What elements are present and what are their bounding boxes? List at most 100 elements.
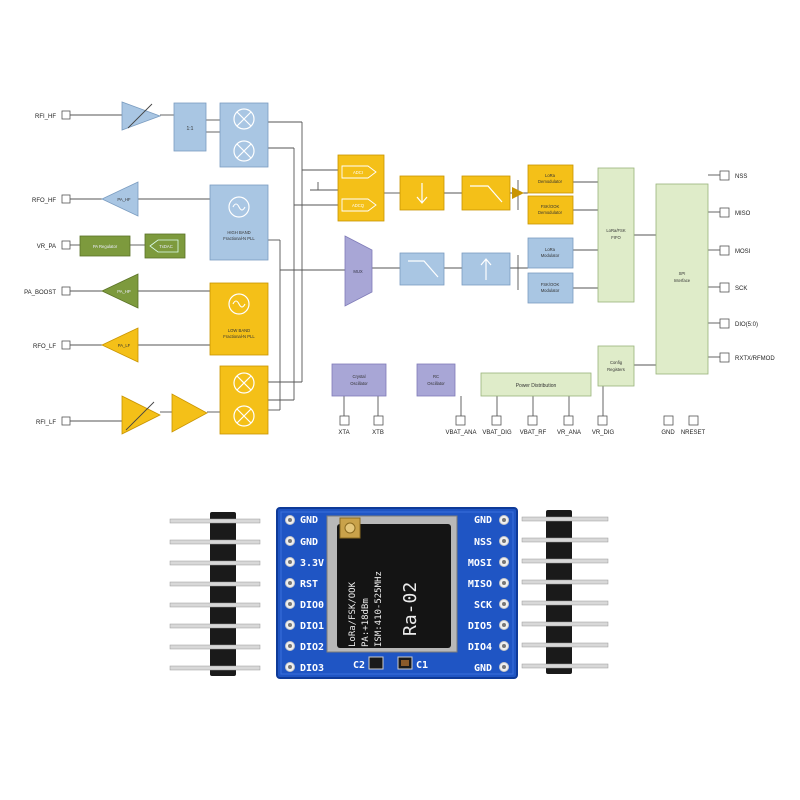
fifo-block: [597, 167, 635, 303]
pin-pad-dio: [719, 318, 730, 329]
pa-hp-label: PA_HP: [117, 289, 131, 294]
header-pin-right: [521, 537, 609, 543]
spi-interface-block: [655, 183, 709, 375]
arrow-up-icon: [480, 258, 492, 280]
left-pins: RFI_HF RFO_HF VR_PA PA_BOOST RFO_LF RFI_…: [24, 110, 71, 426]
pin-label-mosi: MOSI: [735, 249, 751, 255]
lora-demod-label-1: LoRa: [545, 173, 556, 178]
header-pin-right: [521, 516, 609, 522]
header-pin-right: [521, 621, 609, 627]
header-pin-left: [169, 539, 261, 545]
header-pin-left: [169, 518, 261, 524]
board-label-right-2: NSS: [474, 537, 492, 548]
high-band-label: HIGH BAND: [227, 230, 250, 235]
txdac-label: TxDAC: [159, 244, 173, 249]
pin-label-vr-ana: VR_ANA: [557, 430, 581, 436]
board-label-left-8: DIO3: [300, 663, 324, 674]
pin-pad-rxtx: [719, 352, 730, 363]
pin-label-rfi-lf: RFI_LF: [36, 420, 56, 426]
pin-label-dio: DIO(5:0): [735, 322, 758, 328]
crystal-label-1: Crystal: [352, 374, 365, 379]
board-label-right-8: GND: [474, 663, 492, 674]
pa-hp-icon: [101, 273, 139, 309]
pin-label-vr-dig: VR_DIG: [592, 430, 615, 436]
pin-pad-mosi: [719, 245, 730, 256]
config-label-2: Registers: [607, 367, 625, 372]
module-text-line3: LoRa/FSK/OOK: [348, 581, 358, 647]
board-label-right-6: DIO5: [468, 621, 492, 632]
tx-filter-icon: [408, 260, 439, 278]
pa-lf-icon: [101, 327, 139, 363]
board-label-left-3: 3.3V: [300, 558, 324, 569]
pin-pad-sck: [719, 282, 730, 293]
wires: [70, 114, 720, 422]
pin-label-xtb: XTB: [372, 430, 384, 436]
pa-regulator-block: [79, 235, 131, 257]
mixer-lf-i-icon: [233, 372, 255, 394]
pa-lf-label: PA_LF: [118, 343, 131, 348]
pin-pad-miso: [719, 207, 730, 218]
header-pin-left: [169, 665, 261, 671]
lora-mod-label-1: LoRa: [545, 247, 556, 252]
lora-modulator-block: [527, 237, 574, 269]
pa-hf-label: PA_HF: [117, 197, 131, 202]
header-pin-right: [521, 558, 609, 564]
pin-pad-gnd: [663, 415, 674, 426]
crystal-oscillator-block: [331, 363, 387, 397]
pin-pad-vbat-dig: [491, 415, 502, 426]
fsk-demod-label-1: FSK/OOK: [541, 204, 560, 209]
board-label-left-4: RST: [300, 579, 318, 590]
module-text-line2: PA:+18dBm: [361, 598, 371, 647]
adc-q-label: ADCQ: [352, 203, 365, 208]
mixer-lf-q-icon: [233, 405, 255, 427]
pin-label-vbat-ana: VBAT_ANA: [446, 430, 477, 436]
config-label-1: Config: [610, 360, 623, 365]
lora-demod-label-2: Demodulator: [538, 179, 563, 184]
fsk-modulator-block: [527, 272, 574, 304]
balun-label: 1:1: [187, 126, 194, 132]
mixer-lf-block: [219, 365, 269, 435]
board-label-left-5: DIO0: [300, 600, 324, 611]
pin-pad-vr-dig: [597, 415, 608, 426]
rc-oscillator-block: [416, 363, 456, 397]
fifo-label-2: FIFO: [611, 235, 621, 240]
pin-pad-vr-pa: [61, 240, 71, 250]
pin-label-vr-pa: VR_PA: [37, 244, 56, 250]
lora-mod-label-2: Modulator: [541, 253, 560, 258]
header-pin-left: [169, 644, 261, 650]
lna-hf-adjust-icon: [127, 103, 153, 129]
high-band-pll-block: [209, 184, 269, 261]
crystal-label-2: Oscillator: [350, 381, 368, 386]
cap-label-c2: C2: [353, 660, 365, 671]
pin-label-xta: XTA: [338, 430, 349, 436]
low-band-pll-block: [209, 282, 269, 356]
mixer-hf-block: [219, 102, 269, 168]
bottom-pins: XTA XTB VBAT_ANA VBAT_DIG VBAT_RF VR_ANA…: [338, 415, 706, 436]
lowpass-filter-icon: [470, 185, 503, 203]
amp-lf-icon: [171, 393, 208, 433]
header-pin-left: [169, 581, 261, 587]
board-label-right-4: MISO: [468, 579, 492, 590]
fsk-mod-label-2: Modulator: [541, 288, 560, 293]
fsk-demod-label-2: Demodulator: [538, 210, 563, 215]
tx-filter-block: [399, 252, 445, 286]
fsk-demodulator-block: [527, 195, 574, 225]
rc-label-1: RC: [433, 374, 439, 379]
pin-pad-rfo-hf: [61, 194, 71, 204]
pin-pad-rfi-hf: [61, 110, 71, 120]
board-photo: GND GND 3.3V RST DIO0 DIO1 DIO2 DIO3 GND…: [169, 507, 609, 679]
board-label-right-5: SCK: [474, 600, 492, 611]
pin-label-vbat-dig: VBAT_DIG: [482, 430, 512, 436]
pin-label-vbat-rf: VBAT_RF: [520, 430, 547, 436]
right-pin-header: [521, 510, 609, 674]
rx-filter-block: [461, 175, 511, 211]
mixer-hf-q-icon: [233, 140, 255, 162]
mixer-hf-i-icon: [233, 108, 255, 130]
balun-block: [173, 102, 207, 152]
config-registers-block: [597, 345, 635, 387]
pin-label-rfo-lf: RFO_LF: [33, 344, 56, 350]
pin-pad-vbat-ana: [455, 415, 466, 426]
fsk-mod-label-1: FSK/OOK: [541, 282, 560, 287]
power-distribution-block: [480, 372, 592, 397]
